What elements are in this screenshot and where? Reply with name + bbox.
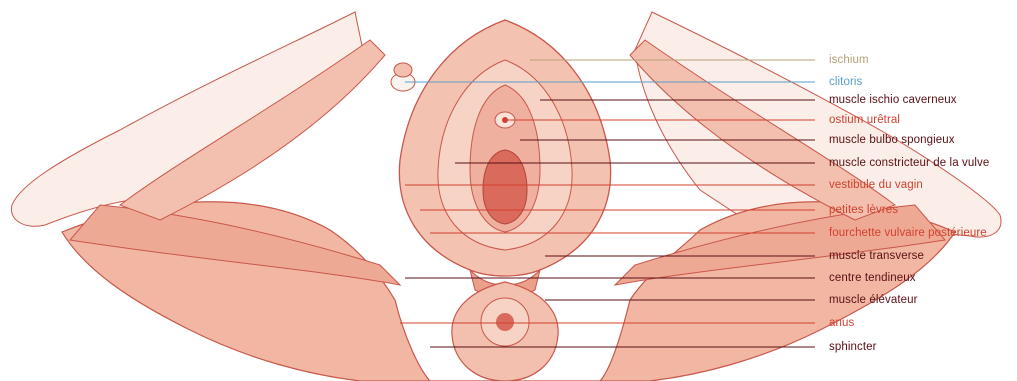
label-ischium: ischium <box>829 53 869 67</box>
label-transverse-muscle: muscle transverse <box>829 249 924 263</box>
vagina-vestibule <box>483 150 527 224</box>
anus-center <box>496 313 514 331</box>
label-vagina-vestibule: vestibule du vagin <box>829 178 923 192</box>
clitoris-hood <box>394 63 412 77</box>
label-fourchette: fourchette vulvaire postérieure <box>829 226 987 240</box>
label-levator-muscle: muscle élévateur <box>829 293 918 307</box>
label-vulva-constrictor: muscle constricteur de la vulve <box>829 156 989 170</box>
label-urethral-ostium: ostium urêtral <box>829 113 900 127</box>
label-ischio-cavernous: muscle ischio caverneux <box>829 93 957 107</box>
label-central-tendon: centre tendineux <box>829 271 916 285</box>
label-anus: anus <box>829 316 854 330</box>
label-bulbo-spongious: muscle bulbo spongieux <box>829 133 955 147</box>
label-sphincter: sphincter <box>829 340 877 354</box>
label-labia-minora: petites lèvres <box>829 203 898 217</box>
label-clitoris: clitoris <box>829 75 862 89</box>
